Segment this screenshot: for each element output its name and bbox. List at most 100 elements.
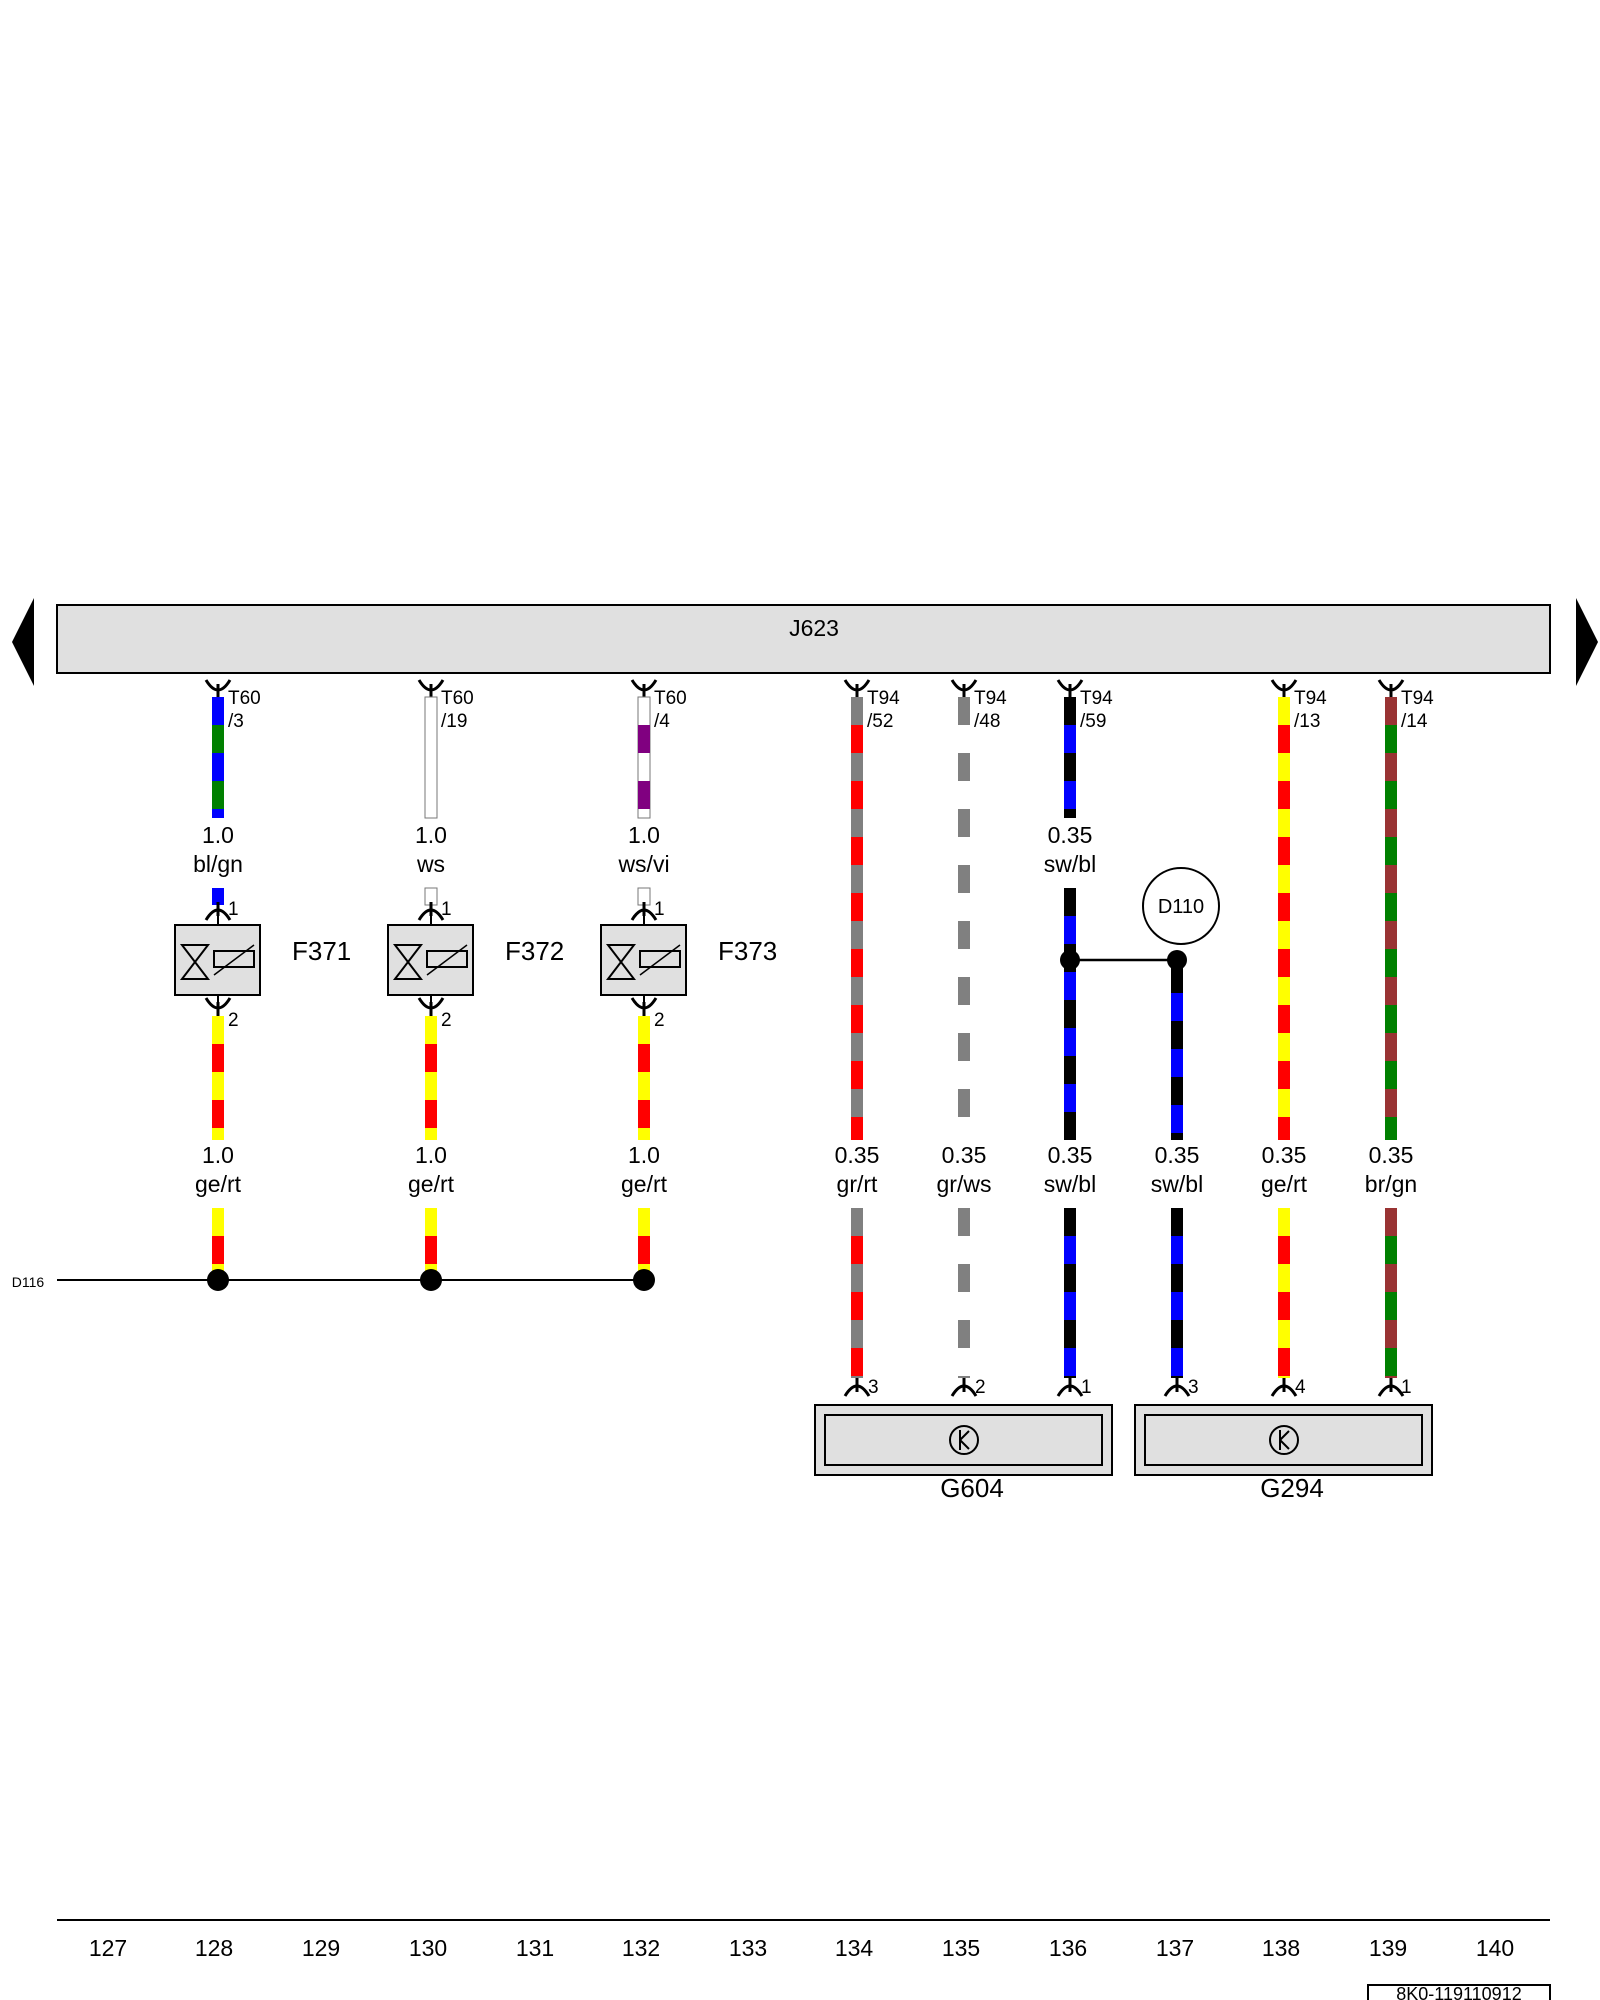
column-number: 137 xyxy=(1156,1935,1194,1961)
wire-stripe xyxy=(1064,916,1076,944)
wire-lower xyxy=(1278,1208,1290,1378)
column-number: 129 xyxy=(302,1935,340,1961)
valve-pin-label: 2 xyxy=(228,1010,239,1031)
wire-upper xyxy=(1064,888,1076,1140)
connector-symbol-icon xyxy=(950,1378,978,1397)
wire-group xyxy=(204,679,1405,1397)
wire-stripe xyxy=(958,781,970,809)
valve-label: F373 xyxy=(718,936,777,966)
wire-stripe xyxy=(851,837,863,865)
splice-label: D110 xyxy=(1158,896,1204,918)
wire-size-label: 1.0 xyxy=(415,1142,447,1168)
connector-symbol-icon xyxy=(843,1378,871,1397)
wire-stripe xyxy=(1064,1084,1076,1112)
wire-stripe xyxy=(1171,1348,1183,1376)
wire-stripe xyxy=(1278,1348,1290,1376)
wire-stripe xyxy=(425,1044,437,1072)
wire-stripe xyxy=(958,1348,970,1376)
wire-stripe xyxy=(958,1117,970,1140)
connector-label-bottom: /52 xyxy=(867,711,893,732)
valve-pin-label: 1 xyxy=(654,899,665,920)
wire-size-label: 1.0 xyxy=(202,822,234,848)
control-unit-label: J623 xyxy=(789,615,839,641)
valve-f373: 1 2 F373 xyxy=(600,899,777,1031)
valve-label: F371 xyxy=(292,936,351,966)
sensor-g294: G294 3 4 1 xyxy=(1134,1377,1433,1503)
wire-upper xyxy=(1064,697,1076,818)
wire-size-label: 1.0 xyxy=(202,1142,234,1168)
sensor-pin-label: 4 xyxy=(1295,1377,1306,1398)
wire-stripe xyxy=(1385,893,1397,921)
next-page-arrow-icon[interactable] xyxy=(1576,598,1598,686)
upper-wire-labels: 1.0 bl/gn 1.0 ws 1.0 ws/vi 0.35 sw/bl xyxy=(193,822,1096,877)
wire-valve-return xyxy=(638,1016,650,1140)
wire-stripe xyxy=(638,725,650,753)
valve-label: F372 xyxy=(505,936,564,966)
wire-stripe xyxy=(851,1061,863,1089)
connector-label-top: T94 xyxy=(1401,688,1434,709)
connector-label-bottom: /13 xyxy=(1294,711,1320,732)
valve-pin-label: 2 xyxy=(654,1010,665,1031)
sensor-label: G294 xyxy=(1260,1473,1324,1503)
column-number: 131 xyxy=(516,1935,554,1961)
wire-stripe xyxy=(1064,1028,1076,1056)
connector-label-bottom: /19 xyxy=(441,711,467,732)
wire-upper xyxy=(637,696,651,819)
sensor-pin-label: 3 xyxy=(868,1377,879,1398)
valve-pin-label: 2 xyxy=(441,1010,452,1031)
solenoid-coil-icon xyxy=(639,950,681,968)
wire-color-label: ge/rt xyxy=(621,1171,668,1197)
wire-size-label: 0.35 xyxy=(1048,1142,1093,1168)
connector-label-bottom: /48 xyxy=(974,711,1000,732)
column-number: 133 xyxy=(729,1935,767,1961)
wire-stripe xyxy=(1171,1049,1183,1077)
wire-stripe xyxy=(958,1292,970,1320)
wire-valve-return xyxy=(212,1016,224,1140)
wire-stripe xyxy=(851,1348,863,1376)
wire-size-label: 0.35 xyxy=(1369,1142,1414,1168)
wire-ground-lead xyxy=(638,1208,650,1275)
connector-label-top: T94 xyxy=(974,688,1007,709)
wire-stripe xyxy=(1278,949,1290,977)
wire-size-label: 0.35 xyxy=(1262,1142,1307,1168)
sensor-pin-label: 2 xyxy=(975,1377,986,1398)
wire-stripe xyxy=(1171,993,1183,1021)
sensor-symbol-icon xyxy=(949,1425,979,1455)
wire-base xyxy=(1064,888,1076,1140)
wire-stripe xyxy=(1064,781,1076,809)
wire-stripe xyxy=(1278,781,1290,809)
wire-stripe xyxy=(851,949,863,977)
wire-size-label: 0.35 xyxy=(835,1142,880,1168)
sensor-symbol-icon xyxy=(1269,1425,1299,1455)
column-number: 130 xyxy=(409,1935,447,1961)
column-number: 127 xyxy=(89,1935,127,1961)
wire-stripe xyxy=(1385,1236,1397,1264)
wire-stripe xyxy=(212,725,224,753)
wire-stripe xyxy=(425,1100,437,1128)
sensor-g604: G604 3 2 1 xyxy=(814,1377,1113,1503)
wire-stripe xyxy=(1064,725,1076,753)
wire-stripe xyxy=(1278,1117,1290,1140)
previous-page-arrow-icon[interactable] xyxy=(12,598,34,686)
connector-label-group: T60 /3 T60 /19 T60 /4 T94 /52 T94 /48 T9… xyxy=(228,688,1434,732)
control-unit-j623 xyxy=(56,604,1551,674)
valve-symbol-icon xyxy=(392,944,424,980)
wire-stripe xyxy=(958,1005,970,1033)
wire-valve-return xyxy=(425,1016,437,1140)
connector-label-top: T94 xyxy=(867,688,900,709)
document-code: 8K0-119110912 xyxy=(1396,1984,1521,2000)
wire-stripe xyxy=(638,1044,650,1072)
wire-stripe xyxy=(1064,972,1076,1000)
wire-stripe xyxy=(1385,725,1397,753)
valve-f371: 1 2 F371 xyxy=(174,899,351,1031)
connector-label-bottom: /59 xyxy=(1080,711,1106,732)
ground-junction-dot xyxy=(207,1269,229,1291)
wire-size-label: 0.35 xyxy=(1048,822,1093,848)
wire-stripe xyxy=(1278,725,1290,753)
wire-upper xyxy=(958,697,970,1140)
connector-symbol-icon xyxy=(1270,1378,1298,1397)
column-number: 136 xyxy=(1049,1935,1087,1961)
column-number: 134 xyxy=(835,1935,874,1961)
connector-symbol-icon xyxy=(1163,1378,1191,1397)
wire-stripe xyxy=(1064,1292,1076,1320)
